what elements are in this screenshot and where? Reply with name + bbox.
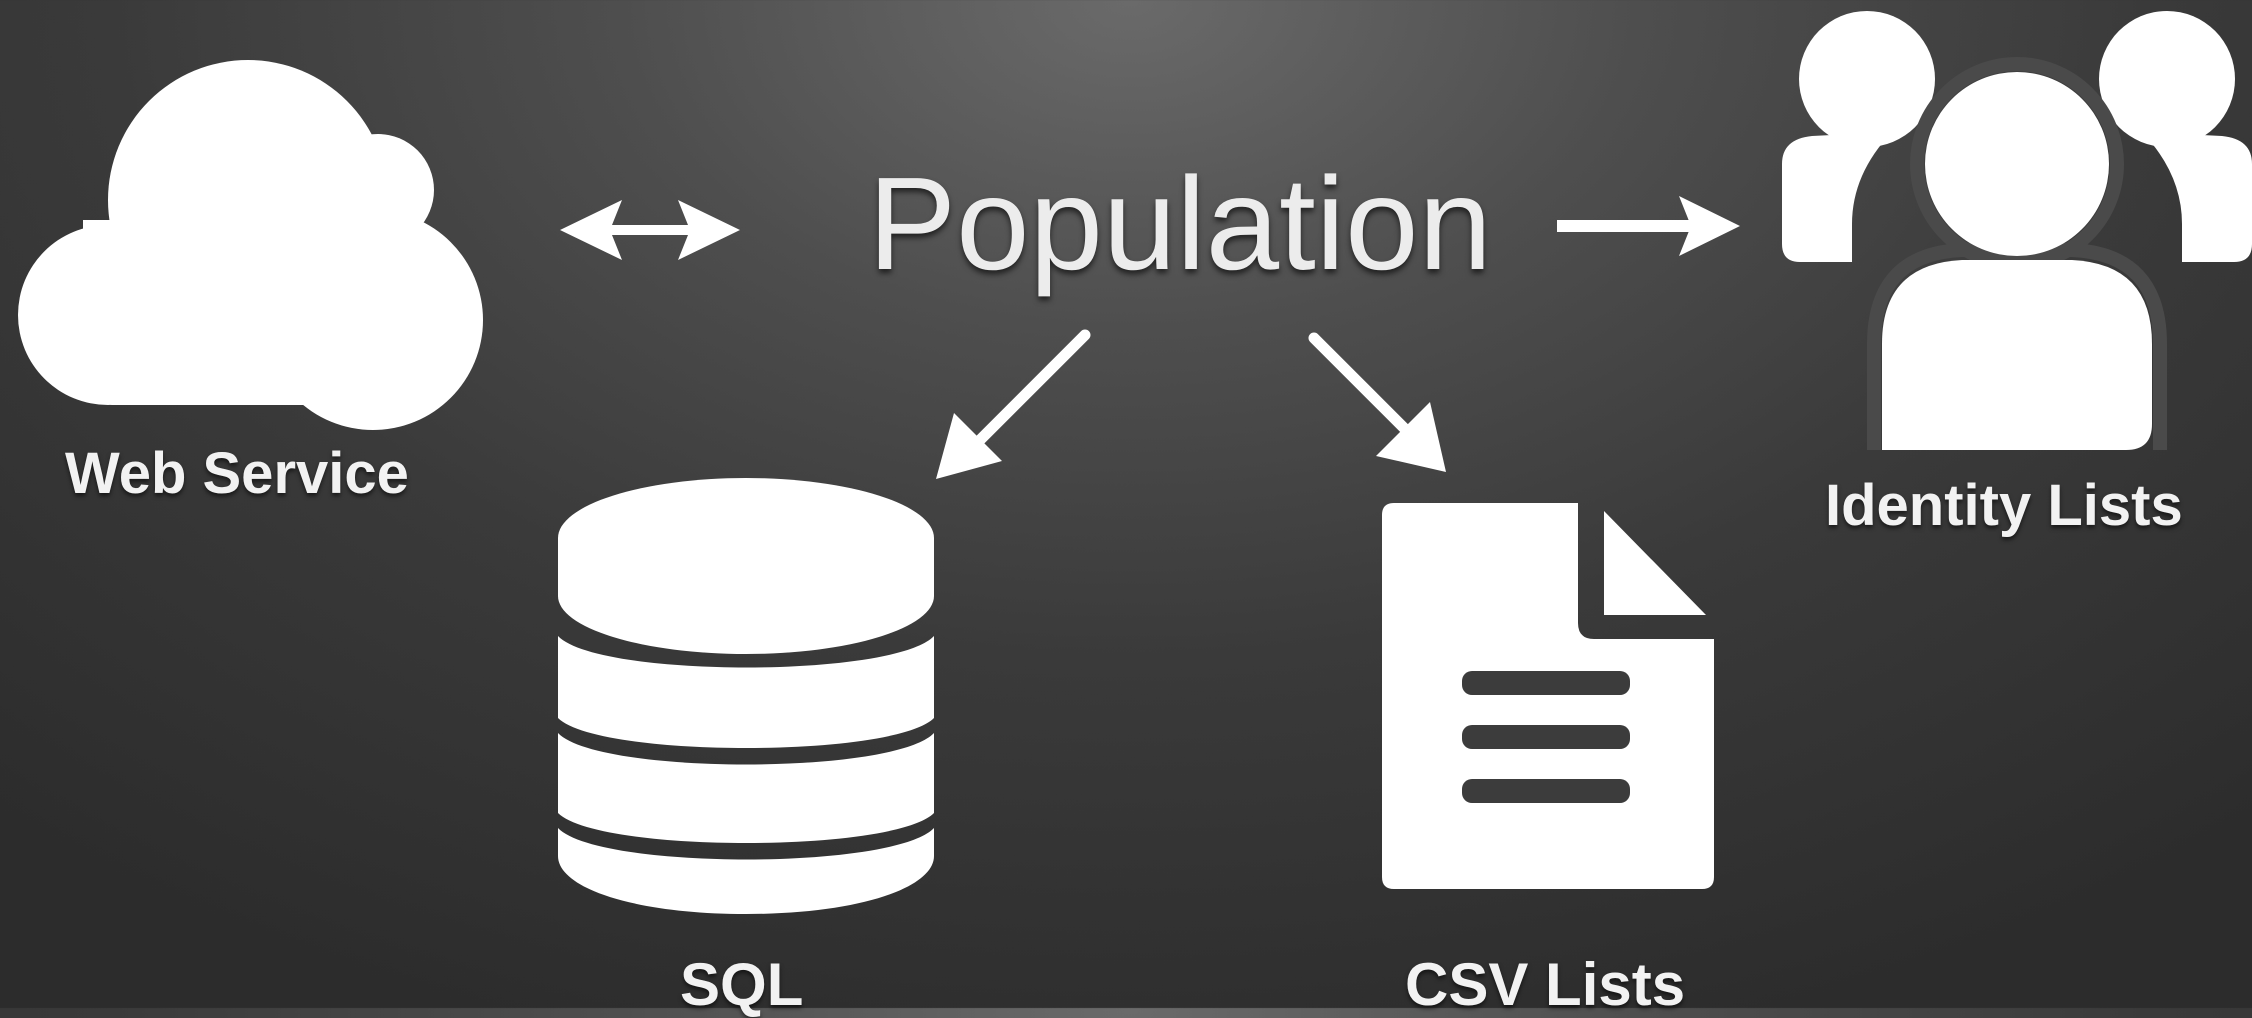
database-icon bbox=[558, 478, 934, 914]
users-icon bbox=[1782, 11, 2252, 450]
node-label-sql: SQL bbox=[680, 951, 804, 1018]
diagram-title: Population bbox=[868, 150, 1492, 297]
node-label-web-service: Web Service bbox=[65, 441, 409, 506]
arrow-down-left-icon bbox=[930, 325, 1091, 485]
node-label-csv-lists: CSV Lists bbox=[1405, 951, 1686, 1018]
document-icon bbox=[1382, 503, 1714, 889]
node-label-identity-lists: Identity Lists bbox=[1825, 473, 2183, 538]
arrow-right-icon bbox=[1557, 196, 1740, 256]
arrow-down-right-icon bbox=[1306, 330, 1466, 490]
bidirectional-arrow-icon bbox=[560, 198, 740, 262]
cloud-icon bbox=[18, 60, 488, 430]
